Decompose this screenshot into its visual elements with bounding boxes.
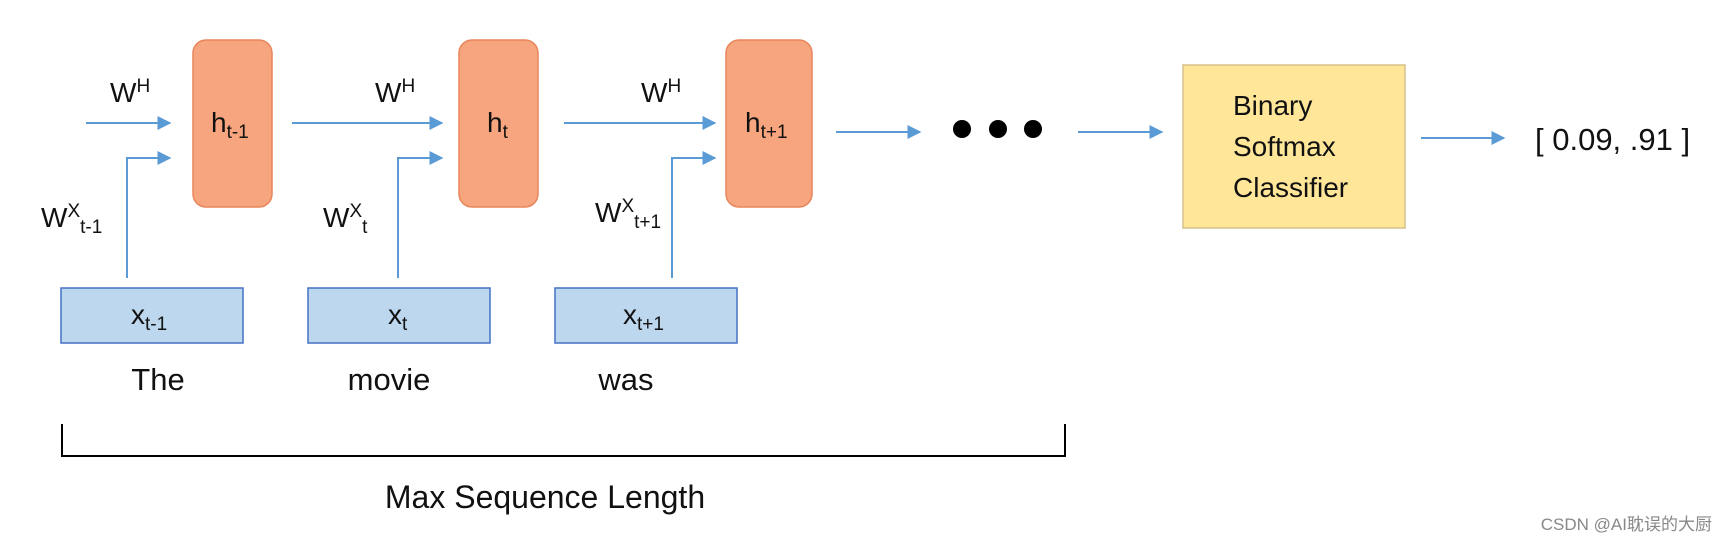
- hidden-state-label: ht-1: [211, 107, 249, 143]
- input-weight-label: WXt: [323, 201, 368, 238]
- ellipsis-dot: [1024, 120, 1042, 138]
- hidden-state-label: ht+1: [745, 107, 788, 143]
- word-label: was: [597, 362, 653, 397]
- input-label: xt-1: [131, 299, 167, 335]
- ellipsis-dot: [953, 120, 971, 138]
- word-label: The: [131, 362, 184, 397]
- input-arrow: [397, 151, 444, 278]
- input-box: [307, 287, 491, 344]
- input-weight-label: WXt-1: [41, 201, 102, 238]
- classifier-line: Softmax: [1233, 131, 1336, 162]
- input-label: xt+1: [623, 299, 664, 335]
- recurrent-weight-label: WH: [641, 76, 681, 108]
- word-label: movie: [348, 362, 431, 397]
- watermark: CSDN @AI耽误的大厨: [1541, 515, 1712, 534]
- hidden-state-box: [458, 39, 539, 208]
- input-arrow: [126, 151, 172, 278]
- span-label: Max Sequence Length: [385, 479, 705, 515]
- output-probabilities: [ 0.09, .91 ]: [1535, 122, 1690, 157]
- hidden-state-box: [725, 39, 813, 208]
- input-box: [60, 287, 244, 344]
- input-weight-label: WXt+1: [595, 196, 661, 233]
- input-box: [554, 287, 738, 344]
- recurrent-weight-label: WH: [110, 76, 150, 108]
- input-label: xt: [388, 299, 408, 335]
- classifier-box: [1182, 64, 1406, 229]
- classifier-line: Classifier: [1233, 172, 1348, 203]
- recurrent-weight-label: WH: [375, 76, 415, 108]
- hidden-state-label: ht: [487, 107, 509, 143]
- ellipsis-dot: [989, 120, 1007, 138]
- classifier-line: Binary: [1233, 90, 1312, 121]
- hidden-state-box: [192, 39, 273, 208]
- input-arrow: [671, 151, 717, 278]
- sequence-bracket: [61, 424, 1066, 457]
